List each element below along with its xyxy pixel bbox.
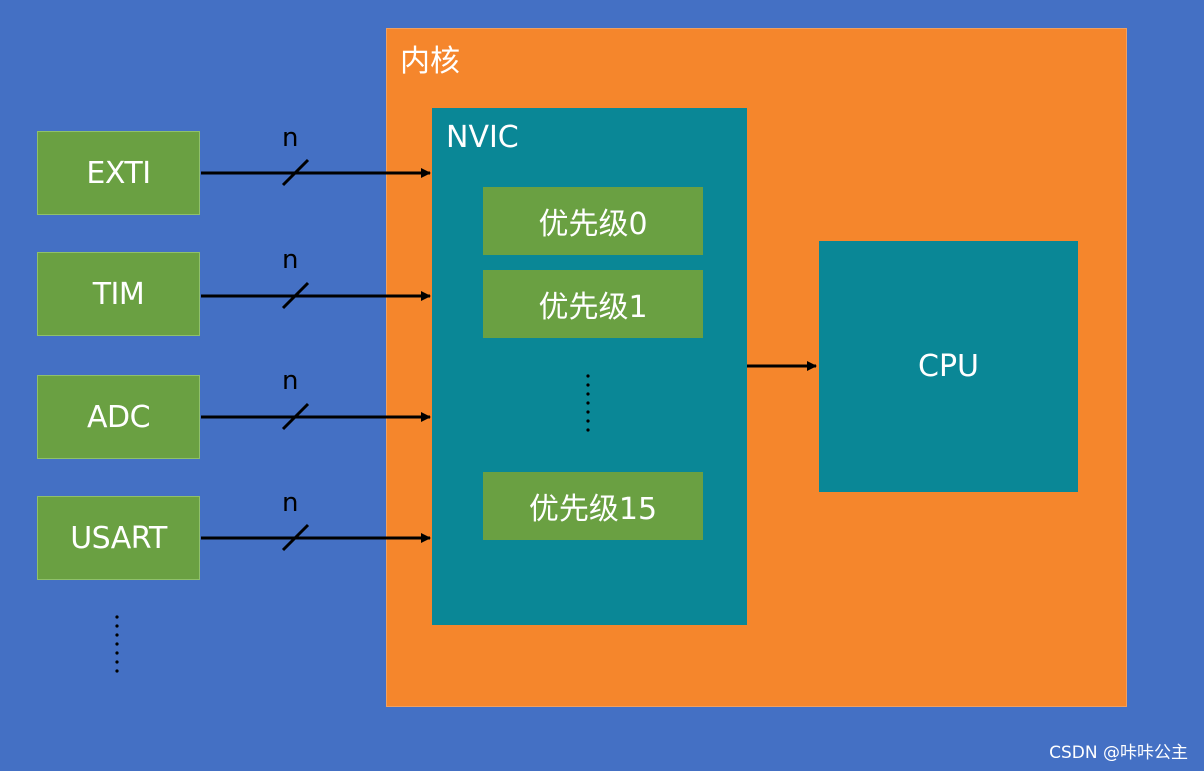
source-ellipsis-dots	[115, 615, 119, 673]
bus-width-label-tim: n	[282, 245, 299, 275]
priority-1-block: 优先级1	[483, 270, 703, 338]
priority-15-block: 优先级15	[483, 472, 703, 540]
nvic-title: NVIC	[446, 120, 519, 155]
bus-width-label-exti: n	[282, 123, 299, 153]
core-title: 内核	[400, 44, 460, 79]
source-exti: EXTI	[37, 131, 200, 215]
cpu-block: CPU	[819, 241, 1078, 492]
source-tim: TIM	[37, 252, 200, 336]
nvic-block	[432, 108, 747, 625]
priority-0-block: 优先级0	[483, 187, 703, 255]
bus-width-label-adc: n	[282, 366, 299, 396]
source-adc: ADC	[37, 375, 200, 459]
bus-width-label-usart: n	[282, 488, 299, 518]
watermark-text: CSDN @咔咔公主	[1049, 743, 1188, 763]
source-usart: USART	[37, 496, 200, 580]
